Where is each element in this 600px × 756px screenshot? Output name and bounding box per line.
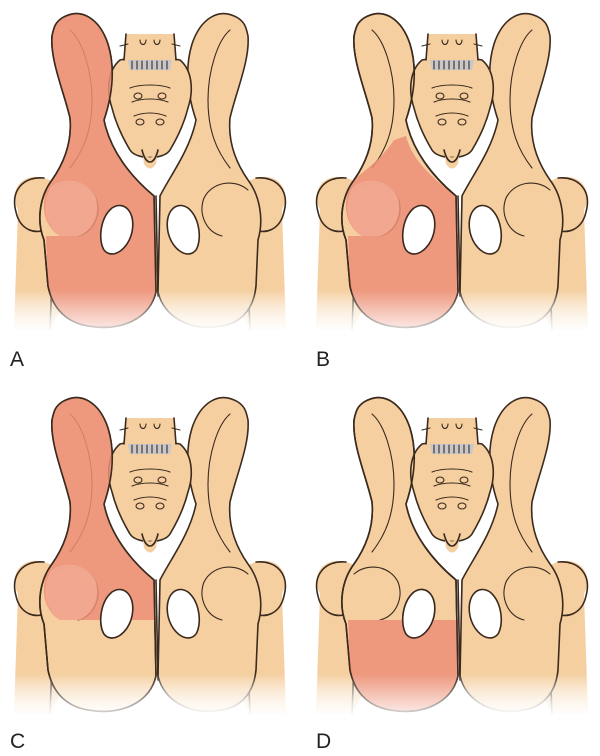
panel-b: B (302, 14, 600, 371)
panel-c: C (0, 398, 300, 753)
panel-label-b: B (316, 348, 330, 371)
panel-a: A (0, 14, 300, 371)
panel-d: D (302, 398, 600, 753)
panel-label-d: D (316, 730, 331, 753)
panel-label-c: C (10, 730, 25, 753)
panel-label-a: A (10, 348, 24, 371)
